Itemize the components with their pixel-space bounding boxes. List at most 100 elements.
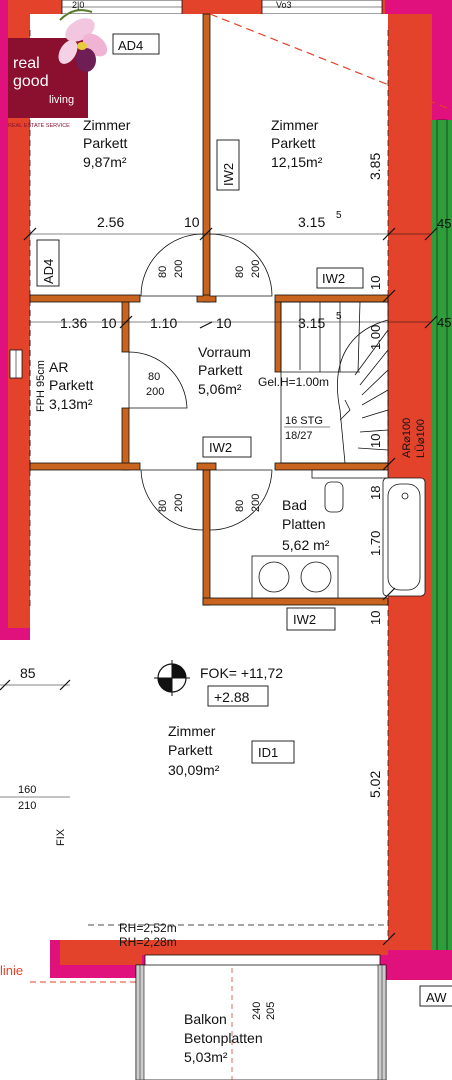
dim-502: 5.02 xyxy=(367,771,383,798)
stair-curve xyxy=(337,319,389,464)
toilet[interactable] xyxy=(324,481,344,513)
dim-45a: 45 xyxy=(437,216,451,231)
window-left-w: 160 xyxy=(18,784,36,796)
lue-diameter-label: LÜ⌀100 xyxy=(415,419,427,458)
room-zimmer-main-floor: Parkett xyxy=(168,742,212,758)
tag-texts: AD4 AD4 IW2 IW2 IW2 IW2 ID1 AW xyxy=(41,38,447,1005)
dim-315-top-sup: 5 xyxy=(336,210,342,221)
tag-iw2-stair-box xyxy=(316,267,364,289)
dim-256: 2.56 xyxy=(97,214,124,230)
top-dim-right: Vo3 xyxy=(276,0,292,10)
room-vorraum-floor: Parkett xyxy=(198,362,242,378)
door-bottom-right-h: 200 xyxy=(250,494,262,512)
room-ar-area: 3,13m² xyxy=(49,396,93,412)
room-labels: Zimmer Parkett 9,87m² Zimmer Parkett 12,… xyxy=(49,117,330,1065)
tag-aw: AW xyxy=(426,990,447,1005)
balkon-slab xyxy=(135,964,387,1080)
room-zimmer-top-right-name: Zimmer xyxy=(271,117,319,133)
dim-45b: 45 xyxy=(437,315,451,330)
room-bad-floor: Platten xyxy=(282,516,326,532)
tag-iw2-mid-box xyxy=(202,436,252,458)
door-swing-bottom-left xyxy=(140,469,204,531)
balkon-205: 205 xyxy=(265,1002,277,1020)
staircase xyxy=(280,301,389,464)
wall-mid-right xyxy=(274,462,389,471)
gel-h-label: Gel.H=1.00m xyxy=(258,375,329,389)
bathtub-inner xyxy=(387,483,421,591)
dim-170: 1.70 xyxy=(368,531,383,556)
bathroom-fixtures xyxy=(251,469,426,599)
door-swings xyxy=(128,233,273,531)
dim-10c: 10 xyxy=(216,315,232,331)
door-zimmer-left-h: 200 xyxy=(173,260,185,278)
balkon-240: 240 xyxy=(251,1002,263,1020)
door-ar-h: 200 xyxy=(146,386,164,398)
top-dim-left: 2|0 xyxy=(72,0,84,10)
annotations: FPH 95cm Gel.H=1.00m 16 STG 18/27 AR⌀100… xyxy=(0,0,427,1020)
dim-385: 3.85 xyxy=(367,153,383,180)
door-zimmer-right-w: 80 xyxy=(234,266,246,278)
washbasin-left-icon xyxy=(258,561,290,593)
wall-bottom-red xyxy=(88,940,388,955)
door-zimmer-right-h: 200 xyxy=(250,260,262,278)
room-zimmer-main-area: 30,09m² xyxy=(168,762,220,778)
linie-label: linie xyxy=(0,963,23,978)
tag-ad4-top-box xyxy=(112,33,160,55)
room-zimmer-top-left-floor: Parkett xyxy=(83,135,127,151)
stair-arrow xyxy=(339,399,351,421)
dimension-ticks xyxy=(0,227,438,946)
room-vorraum-name: Vorraum xyxy=(198,344,251,360)
tag-ad4-top: AD4 xyxy=(118,38,143,53)
dim-10a: 10 xyxy=(184,214,200,230)
dim-110: 1.10 xyxy=(150,315,177,331)
room-balkon-floor: Betonplatten xyxy=(184,1030,263,1046)
door-swing-zimmer-left xyxy=(140,233,204,297)
logo-line1: real xyxy=(13,55,40,72)
bathtub-drain-icon xyxy=(401,492,409,500)
logo-line3: living xyxy=(49,94,74,106)
room-zimmer-top-left-area: 9,87m² xyxy=(83,154,127,170)
wall-ar-right xyxy=(121,301,130,353)
red-dashed-diagonal xyxy=(209,13,452,111)
tag-aw-box xyxy=(419,985,452,1007)
tag-iw2-stair: IW2 xyxy=(322,271,345,286)
wall-bad-bottom xyxy=(202,597,389,606)
tag-level-box xyxy=(207,685,269,707)
room-bad-area: 5,62 m² xyxy=(282,537,330,553)
room-zimmer-top-right-area: 12,15m² xyxy=(271,154,323,170)
logo-tagline: REAL ESTATE SERVICE xyxy=(8,123,70,129)
tag-iw2-vertical-box xyxy=(216,139,240,191)
room-balkon-name: Balkon xyxy=(184,1011,227,1027)
wall-iw2-vertical xyxy=(202,13,211,303)
room-vorraum-area: 5,06m² xyxy=(198,381,242,397)
fph-label: FPH 95cm xyxy=(35,360,47,412)
tag-ad4-left: AD4 xyxy=(41,259,56,284)
door-size-texts: 80 200 80 200 80 200 80 200 80 200 xyxy=(146,260,262,512)
stg-label: 16 STG xyxy=(285,415,323,427)
fok-marker-icon xyxy=(154,660,190,696)
wall-right-magenta-bottom xyxy=(380,950,452,980)
dim-315-mid: 3.15 xyxy=(298,315,325,331)
door-ar-w: 80 xyxy=(148,371,160,383)
floor-lower-left xyxy=(88,612,92,940)
window-left-h: 210 xyxy=(18,800,36,812)
dim-100: 1.00 xyxy=(368,325,383,350)
wall-mid-center xyxy=(196,462,217,471)
dim-10-right2: 10 xyxy=(368,434,383,448)
tag-iw2-bad-box xyxy=(286,607,336,631)
fix-label: FIX xyxy=(55,828,67,846)
outer-wall-left xyxy=(0,0,50,640)
stair-outline xyxy=(280,301,389,464)
room-zimmer-main-name: Zimmer xyxy=(168,723,216,739)
tag-id1-box xyxy=(251,740,295,764)
room-zimmer-top-right-floor: Parkett xyxy=(271,135,315,151)
door-bottom-right-w: 80 xyxy=(234,500,246,512)
level-label: +2.88 xyxy=(214,689,250,705)
wall-top-rooms-bottom-right xyxy=(274,294,389,303)
tag-iw2-vertical: IW2 xyxy=(221,163,236,186)
tag-id1: ID1 xyxy=(258,745,278,760)
tag-ad4-left-box xyxy=(36,239,60,287)
rh1-label: RH=2,52m xyxy=(119,921,177,935)
dim-315-mid-sup: 5 xyxy=(336,311,342,322)
door-bottom-left-w: 80 xyxy=(157,500,169,512)
